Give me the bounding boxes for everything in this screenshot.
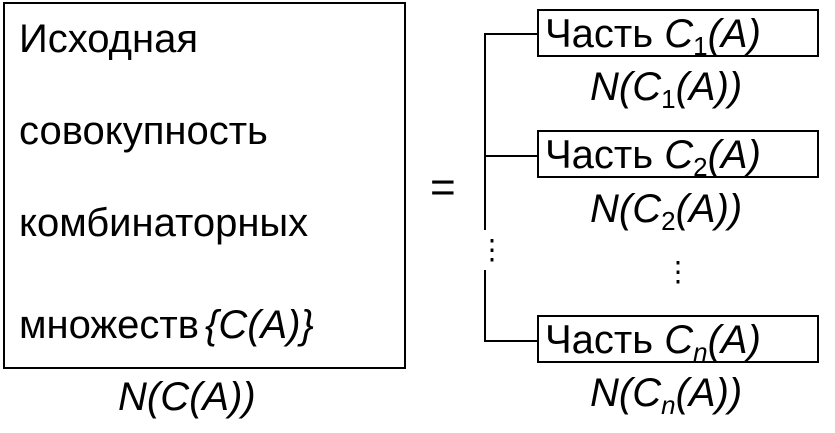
part-symbol-2: C [664, 133, 694, 177]
part-count-1-index: 1 [661, 84, 676, 114]
equals-sign: = [430, 163, 456, 212]
part-index-2: 2 [693, 152, 708, 182]
bracket-branch-1 [484, 33, 537, 35]
part-count-1-prefix: N(C [590, 65, 662, 109]
part-symbol-n: C [664, 318, 694, 362]
part-count-1: N(C1(A)) [590, 64, 742, 122]
part-count-2-prefix: N(C [590, 187, 662, 231]
bracket-vertical-line [484, 33, 486, 340]
part-count-n-prefix: N(C [590, 371, 662, 415]
part-word-2: Часть [545, 133, 654, 177]
parts-ellipsis: ⋮ [664, 256, 692, 287]
part-arg-1: (A) [707, 12, 761, 56]
part-word-1: Часть [545, 12, 654, 56]
source-set-line-4-text: множеств [19, 303, 199, 347]
source-set-line-4: множеств{C(A)} [19, 302, 314, 348]
part-box-n: Часть Cn(A) [537, 315, 819, 367]
source-set-symbol: {C(A)} [204, 303, 314, 347]
part-word-n: Часть [545, 318, 654, 362]
source-set-line-3: комбинаторных [19, 201, 309, 245]
part-count-1-suffix: (A)) [675, 65, 743, 109]
source-set-line-1: Исходная [19, 17, 199, 61]
part-arg-2: (A) [707, 133, 761, 177]
part-box-2: Часть C2(A) [537, 130, 819, 182]
bracket-branch-n [484, 340, 537, 342]
source-set-count: N(C(A)) [118, 375, 256, 419]
part-index-n: n [693, 337, 708, 367]
part-count-2: N(C2(A)) [590, 186, 742, 244]
part-symbol-1: C [664, 12, 694, 56]
part-index-1: 1 [693, 31, 708, 61]
part-count-2-index: 2 [661, 206, 676, 236]
bracket-branch-2 [484, 155, 537, 157]
part-label-n: Часть Cn(A) [545, 317, 761, 375]
source-set-box: Исходная совокупность комбинаторных множ… [3, 2, 406, 369]
part-label-1: Часть C1(A) [545, 11, 761, 69]
part-count-n-suffix: (A)) [675, 371, 743, 415]
part-label-2: Часть C2(A) [545, 132, 761, 190]
part-box-1: Часть C1(A) [537, 9, 819, 61]
part-count-n-index: n [661, 390, 676, 420]
source-set-line-2: совокупность [19, 109, 268, 153]
part-count-n: N(Cn(A)) [590, 370, 742, 428]
bracket-ellipsis: ⋮ [478, 230, 506, 270]
part-count-2-suffix: (A)) [675, 187, 743, 231]
part-arg-n: (A) [707, 318, 761, 362]
